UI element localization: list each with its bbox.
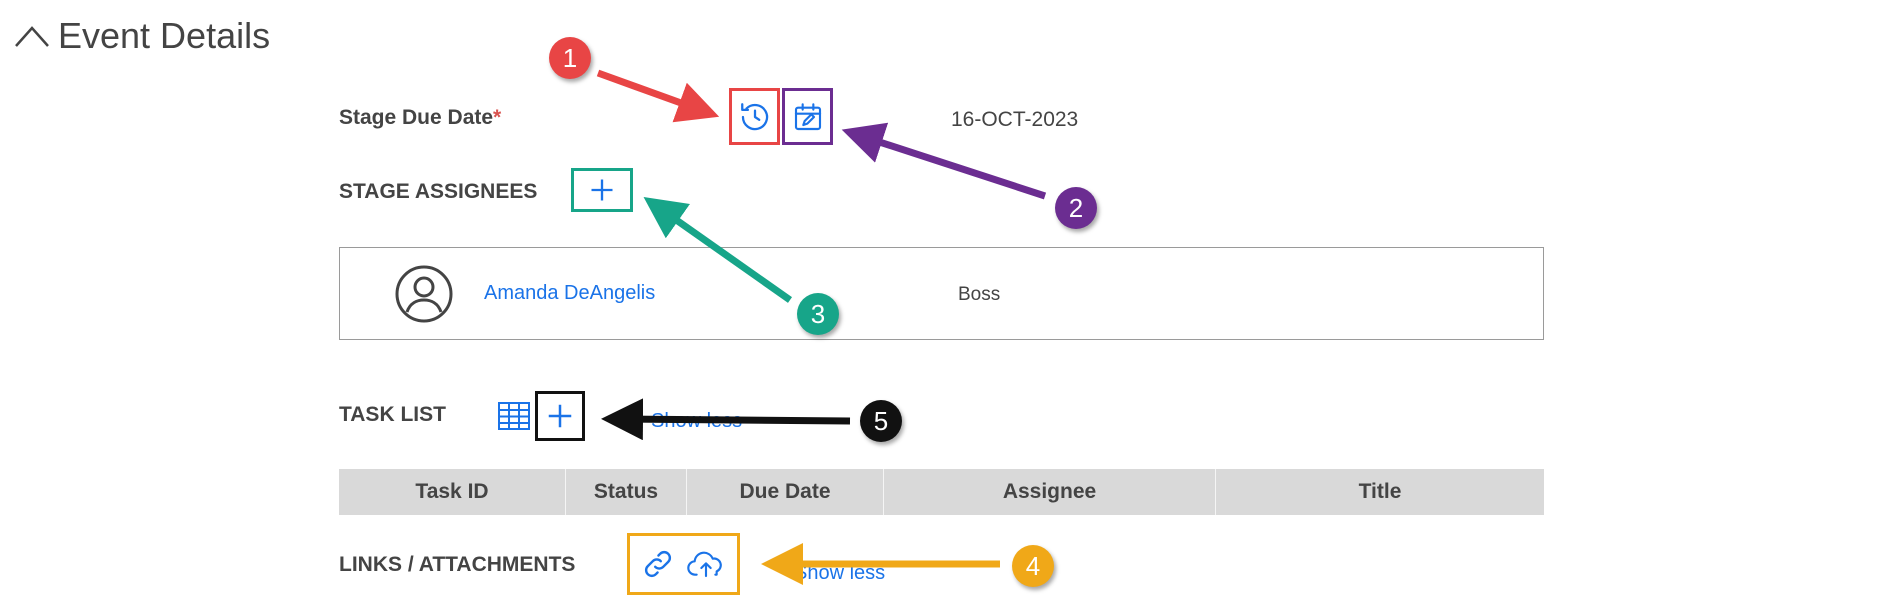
callout-arrow-5	[601, 398, 851, 441]
plus-icon	[588, 176, 616, 204]
column-header-assignee[interactable]: Assignee	[884, 469, 1216, 515]
due-date-history-button[interactable]	[729, 88, 780, 145]
column-header-task-id[interactable]: Task ID	[339, 469, 566, 515]
callout-badge-5: 5	[860, 400, 902, 442]
stage-assignees-label: STAGE ASSIGNEES	[339, 180, 538, 203]
assignee-name-link[interactable]: Amanda DeAngelis	[484, 282, 656, 304]
assignee-list: Amanda DeAngelis Boss	[339, 247, 1544, 340]
cloud-upload-icon[interactable]	[686, 548, 726, 580]
callout-badge-2: 2	[1055, 187, 1097, 229]
attachment-actions	[627, 533, 740, 595]
stage-due-date-label: Stage Due Date*	[339, 106, 502, 129]
chevron-up-icon	[14, 24, 50, 48]
callout-badge-4: 4	[1012, 545, 1054, 587]
task-list-label: TASK LIST	[339, 403, 446, 426]
assignee-role: Boss	[958, 284, 1001, 305]
links-attachments-label: LINKS / ATTACHMENTS	[339, 553, 576, 576]
callout-arrow-3	[643, 196, 793, 303]
grid-icon	[498, 402, 530, 430]
grid-view-button[interactable]	[494, 396, 534, 436]
stage-due-date-value: 16-OCT-2023	[951, 108, 1079, 131]
add-task-button[interactable]	[535, 391, 585, 441]
callout-arrow-1	[596, 69, 720, 123]
section-toggle[interactable]: Event Details	[14, 14, 270, 58]
column-header-status[interactable]: Status	[566, 469, 687, 515]
column-header-title[interactable]: Title	[1358, 480, 1402, 503]
link-icon[interactable]	[641, 547, 675, 581]
required-mark: *	[493, 106, 502, 129]
task-table-header: Task ID Status Due Date Assignee Title	[339, 469, 1544, 515]
add-assignee-button[interactable]	[571, 168, 633, 212]
calendar-edit-icon	[792, 100, 824, 134]
section-title: Event Details	[58, 15, 271, 56]
callout-badge-1: 1	[549, 37, 591, 79]
history-icon	[738, 100, 772, 134]
callout-arrow-2	[841, 122, 1047, 200]
user-avatar-icon	[394, 264, 454, 324]
column-header-due-date[interactable]: Due Date	[687, 469, 884, 515]
due-date-edit-button[interactable]	[782, 88, 833, 145]
plus-icon	[545, 401, 575, 431]
callout-badge-3: 3	[797, 293, 839, 335]
